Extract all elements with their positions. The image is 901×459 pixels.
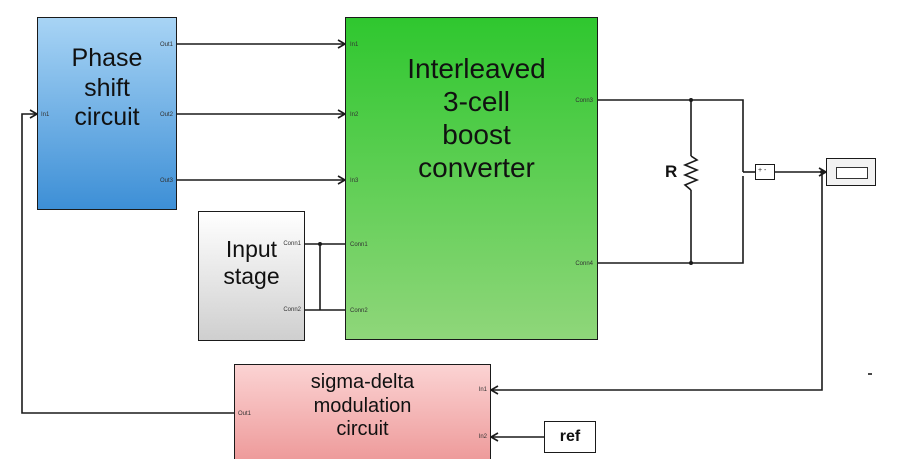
wire-conn3-top (598, 99, 744, 172)
port-conn4: Conn4 (575, 261, 593, 267)
port-in2: In2 (478, 434, 487, 440)
input-stage-block[interactable]: Input stage Conn1 Conn2 (198, 211, 305, 341)
voltage-sensor-label: + - (758, 167, 767, 174)
scope-screen-icon (836, 167, 868, 179)
port-in1: In1 (41, 112, 50, 118)
phase-shift-block[interactable]: Phase shift circuit In1 Out1 Out2 Out3 (37, 17, 177, 210)
port-out3: Out3 (159, 178, 173, 184)
port-out2: Out2 (159, 112, 173, 118)
port-conn2: Conn2 (283, 307, 301, 313)
sigma-delta-title: sigma-delta modulation circuit (310, 371, 415, 441)
port-in1: In1 (350, 42, 359, 48)
resistor-zigzag-icon (682, 155, 700, 191)
phase-shift-title: Phase shift circuit (71, 44, 143, 131)
voltage-sensor-block[interactable]: + - (755, 164, 775, 180)
port-conn3: Conn3 (575, 98, 593, 104)
wire-modulator-to-phase (21, 113, 234, 414)
port-in2: In2 (350, 112, 359, 118)
sigma-delta-block[interactable]: sigma-delta modulation circuit In1 In2 O… (234, 364, 491, 459)
junction-dot (689, 98, 693, 102)
junction-dot (820, 170, 824, 174)
port-in3: In3 (350, 178, 359, 184)
wire-conn4-bottom (598, 176, 744, 264)
wire-arrow-feedback (489, 385, 499, 395)
boost-converter-title: Interleaved 3-cell boost converter (407, 53, 546, 184)
port-conn1: Conn1 (350, 242, 368, 248)
port-out1: Out1 (159, 42, 173, 48)
ref-block[interactable]: ref (544, 421, 596, 453)
input-stage-title: Input stage (223, 236, 280, 290)
port-conn1: Conn1 (283, 241, 301, 247)
junction-dot (318, 242, 322, 246)
resistor-label: R (665, 162, 678, 181)
ref-label: ref (559, 428, 581, 445)
port-in1: In1 (478, 387, 487, 393)
port-out1: Out1 (238, 411, 252, 417)
junction-dot (689, 261, 693, 265)
wire-arrow-ref (489, 432, 499, 442)
scope-block[interactable] (826, 158, 876, 186)
port-conn2: Conn2 (350, 308, 368, 314)
wire-feedback (491, 172, 823, 391)
boost-converter-block[interactable]: Interleaved 3-cell boost converter In1 I… (345, 17, 598, 340)
